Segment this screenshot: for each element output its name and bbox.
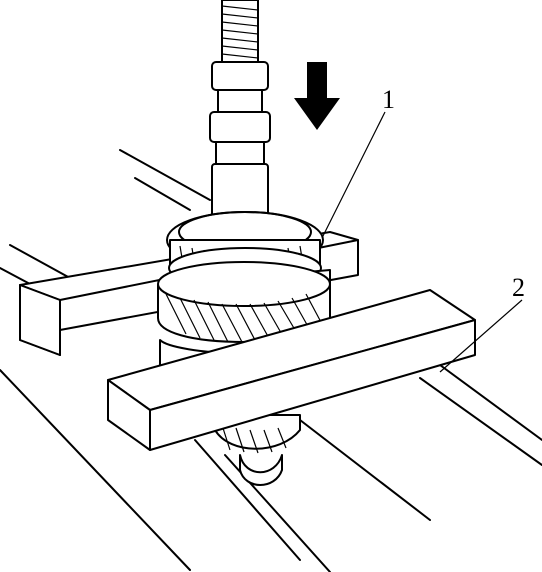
callout-leaders [321,111,523,373]
callout-label-1: 1 [382,85,395,114]
callout-label-2: 2 [512,273,525,302]
support-block-front [107,289,476,451]
leader-line-2 [439,299,523,373]
helical-gear [157,261,331,343]
leader-line-1 [321,111,386,239]
press-shaft [209,0,271,231]
press-direction-arrow-icon [294,62,340,130]
